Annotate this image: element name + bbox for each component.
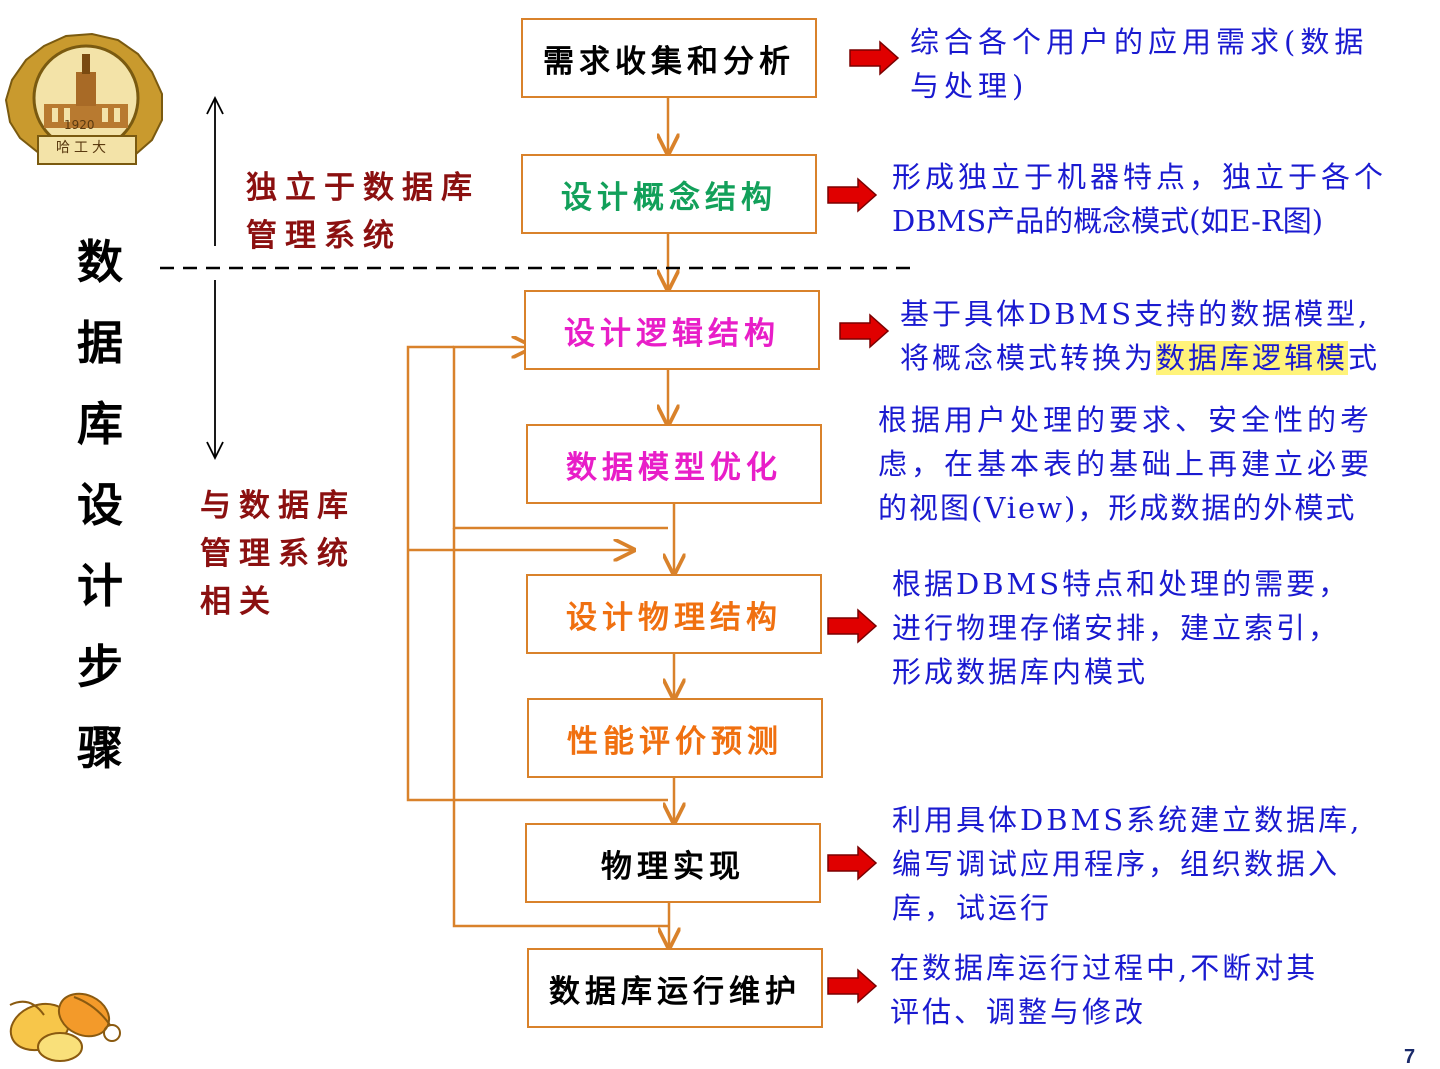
feedback-loops xyxy=(406,347,669,928)
step-performance-prediction: 性能评价预测 xyxy=(527,698,823,778)
description-requirements: 综合各个用户的应用需求(数据 与处理) xyxy=(910,25,1369,103)
dbms-related-label: 与数据库 管理系统 相关 xyxy=(200,488,356,620)
step-requirements-analysis: 需求收集和分析 xyxy=(521,18,817,98)
description-conceptual: 形成独立于机器特点，独立于各个 DBMS产品的概念模式(如E-R图) xyxy=(892,160,1388,238)
scope-arrows xyxy=(206,95,224,461)
logo-year: 1920 xyxy=(64,118,95,132)
page-number: 7 xyxy=(1404,1046,1416,1068)
step-operation-maintenance: 数据库运行维护 xyxy=(527,948,823,1028)
result-arrows xyxy=(827,40,900,1004)
result-arrow-7 xyxy=(827,845,878,881)
step-model-optimization: 数据模型优化 xyxy=(526,424,822,504)
description-optimization: 根据用户处理的要求、安全性的考 虑，在基本表的基础上再建立必要 的视图(View… xyxy=(878,403,1374,525)
result-arrow-1 xyxy=(849,40,900,76)
highlighted-term: 数据库逻辑模 xyxy=(1156,341,1349,375)
description-maintenance: 在数据库运行过程中,不断对其 评估、调整与修改 xyxy=(890,951,1319,1029)
dbms-independent-label: 独立于数据库 管理系统 xyxy=(246,170,480,254)
leaves-decoration-icon xyxy=(9,992,121,1062)
page-title: 数 据 库 设 计 步 骤 xyxy=(77,235,123,775)
description-implementation: 利用具体DBMS系统建立数据库, 编写调试应用程序，组织数据入 库，试运行 xyxy=(892,803,1363,925)
description-physical: 根据DBMS特点和处理的需要， 进行物理存储安排，建立索引， 形成数据库内模式 xyxy=(892,567,1351,689)
step-logical-design: 设计逻辑结构 xyxy=(524,290,820,370)
step-conceptual-design: 设计概念结构 xyxy=(521,154,817,234)
result-arrow-5 xyxy=(827,608,878,644)
step-physical-design: 设计物理结构 xyxy=(526,574,822,654)
step-flow-arrows xyxy=(668,98,674,946)
result-arrow-8 xyxy=(827,968,878,1004)
result-arrow-3 xyxy=(839,313,890,349)
logo-name: 哈工大 xyxy=(56,140,110,156)
university-logo-icon xyxy=(4,32,163,165)
step-physical-implementation: 物理实现 xyxy=(525,823,821,903)
description-logical: 基于具体DBMS支持的数据模型, 将概念模式转换为数据库逻辑模式 xyxy=(900,297,1381,375)
result-arrow-2 xyxy=(827,177,878,213)
